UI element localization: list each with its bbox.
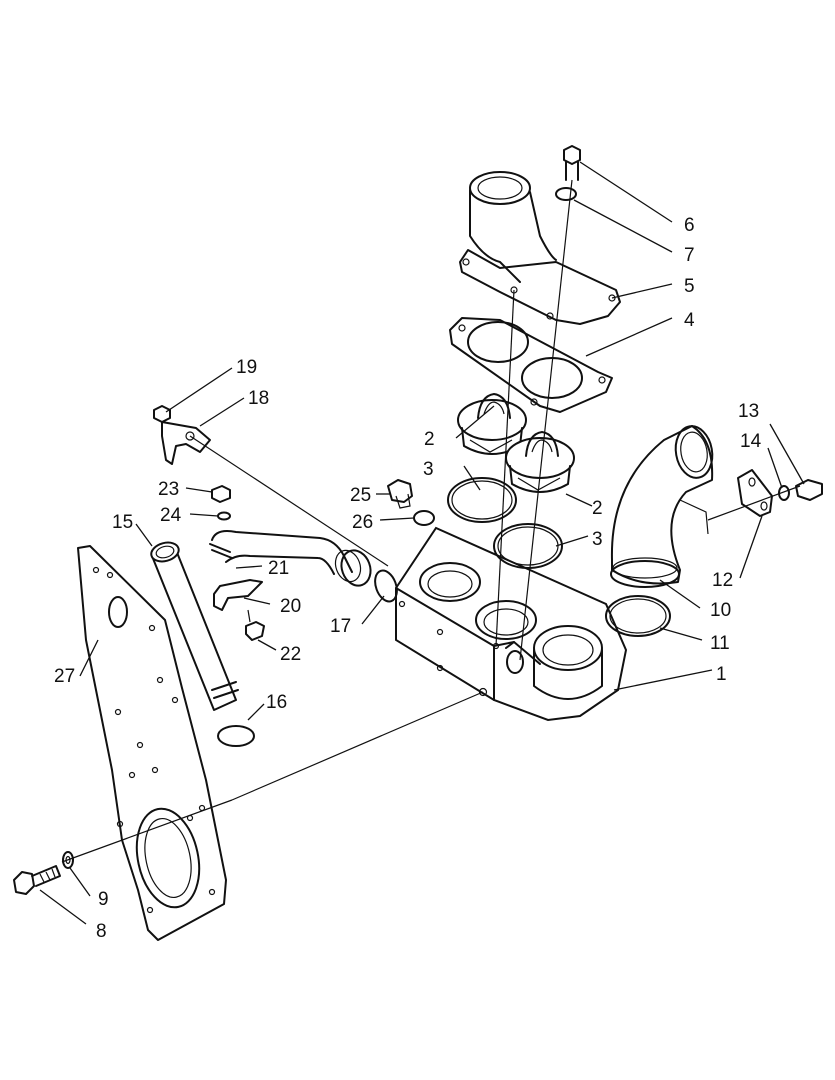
washer-14 bbox=[778, 485, 790, 501]
callout-2b: 2 bbox=[592, 498, 603, 519]
seal-ring-17 bbox=[374, 569, 398, 603]
mounting-plate bbox=[77, 545, 227, 941]
pipe-21 bbox=[209, 530, 372, 587]
callout-13: 13 bbox=[738, 401, 759, 422]
callout-2a: 2 bbox=[424, 429, 435, 450]
washer-7 bbox=[555, 187, 577, 201]
axis-line-18 bbox=[189, 435, 389, 567]
callout-11: 11 bbox=[710, 633, 730, 654]
callout-21: 21 bbox=[268, 558, 289, 579]
callout-9: 9 bbox=[98, 889, 109, 910]
callout-16: 16 bbox=[266, 692, 287, 713]
bolt-13 bbox=[795, 479, 823, 501]
callout-3b: 3 bbox=[592, 529, 603, 550]
callout-19: 19 bbox=[236, 357, 257, 378]
callout-20: 20 bbox=[280, 596, 301, 617]
seal-ring-3-lower bbox=[493, 523, 563, 569]
hose-elbow-10 bbox=[610, 425, 714, 588]
thermostat-housing bbox=[395, 526, 628, 722]
axis-line-8 bbox=[61, 799, 233, 863]
nut-23 bbox=[211, 485, 231, 503]
callout-17: 17 bbox=[330, 616, 351, 637]
callout-22: 22 bbox=[280, 644, 301, 665]
callout-14: 14 bbox=[740, 431, 762, 452]
screw-19 bbox=[153, 405, 171, 423]
callout-12: 12 bbox=[712, 570, 733, 591]
callout-8: 8 bbox=[96, 921, 107, 942]
washer-26 bbox=[413, 510, 435, 526]
callout-4: 4 bbox=[684, 310, 695, 331]
axis-line-6 bbox=[519, 179, 573, 661]
outlet-elbow-5 bbox=[459, 171, 621, 325]
bolt-8 bbox=[13, 865, 61, 895]
callout-26: 26 bbox=[352, 512, 373, 533]
seal-ring-3-upper bbox=[447, 477, 517, 523]
bracket-18 bbox=[161, 421, 211, 465]
callout-18: 18 bbox=[248, 388, 269, 409]
callout-15: 15 bbox=[112, 512, 133, 533]
bolt-6 bbox=[563, 145, 581, 181]
washer-24 bbox=[217, 511, 231, 521]
callout-6: 6 bbox=[684, 215, 695, 236]
bracket-12 bbox=[737, 469, 773, 517]
callout-5: 5 bbox=[684, 276, 695, 297]
callout-labels: 1 2 2 3 3 4 5 6 7 8 9 10 11 12 13 14 15 … bbox=[54, 215, 762, 942]
plug-25 bbox=[387, 479, 413, 509]
axis-line-1 bbox=[231, 691, 484, 801]
screw-22 bbox=[245, 609, 265, 641]
callout-10: 10 bbox=[710, 600, 731, 621]
seal-ring-16 bbox=[217, 725, 255, 747]
callout-7: 7 bbox=[684, 245, 695, 266]
callout-23: 23 bbox=[158, 479, 179, 500]
thermostat-2-lower bbox=[505, 431, 575, 493]
pipe-15 bbox=[150, 541, 239, 711]
callout-1: 1 bbox=[716, 664, 727, 685]
axis-line-5 bbox=[495, 289, 515, 647]
callout-27: 27 bbox=[54, 666, 75, 687]
callout-24: 24 bbox=[160, 505, 182, 526]
clip-20 bbox=[213, 579, 263, 611]
callout-3a: 3 bbox=[423, 459, 434, 480]
axis-line-12 bbox=[707, 485, 801, 521]
seal-ring-11 bbox=[605, 595, 671, 637]
leader-lines bbox=[39, 161, 805, 925]
callout-25: 25 bbox=[350, 485, 371, 506]
gasket-4 bbox=[449, 317, 613, 413]
